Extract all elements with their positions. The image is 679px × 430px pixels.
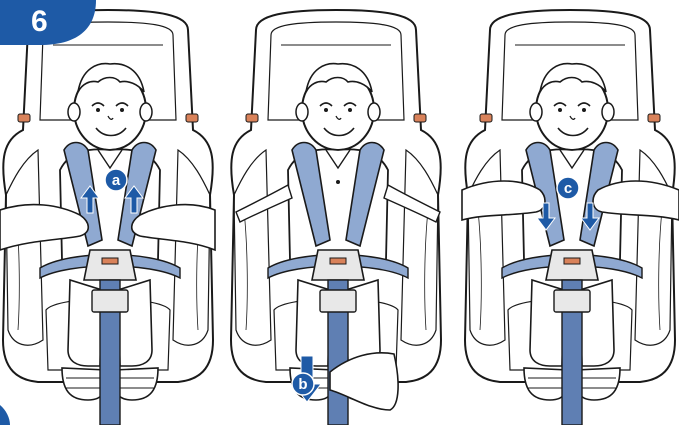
step-number-badge: 6 [0, 0, 96, 48]
panel-a [0, 0, 215, 425]
marker-b: b [292, 373, 314, 395]
marker-c-label: c [564, 180, 572, 197]
step-number: 6 [31, 5, 48, 39]
panel-b [231, 10, 441, 425]
corner-accent [0, 405, 10, 425]
marker-c: c [557, 177, 579, 199]
marker-b-label: b [298, 376, 307, 393]
panel-c [462, 10, 679, 425]
marker-a-label: a [112, 172, 121, 189]
marker-a: a [105, 169, 127, 191]
